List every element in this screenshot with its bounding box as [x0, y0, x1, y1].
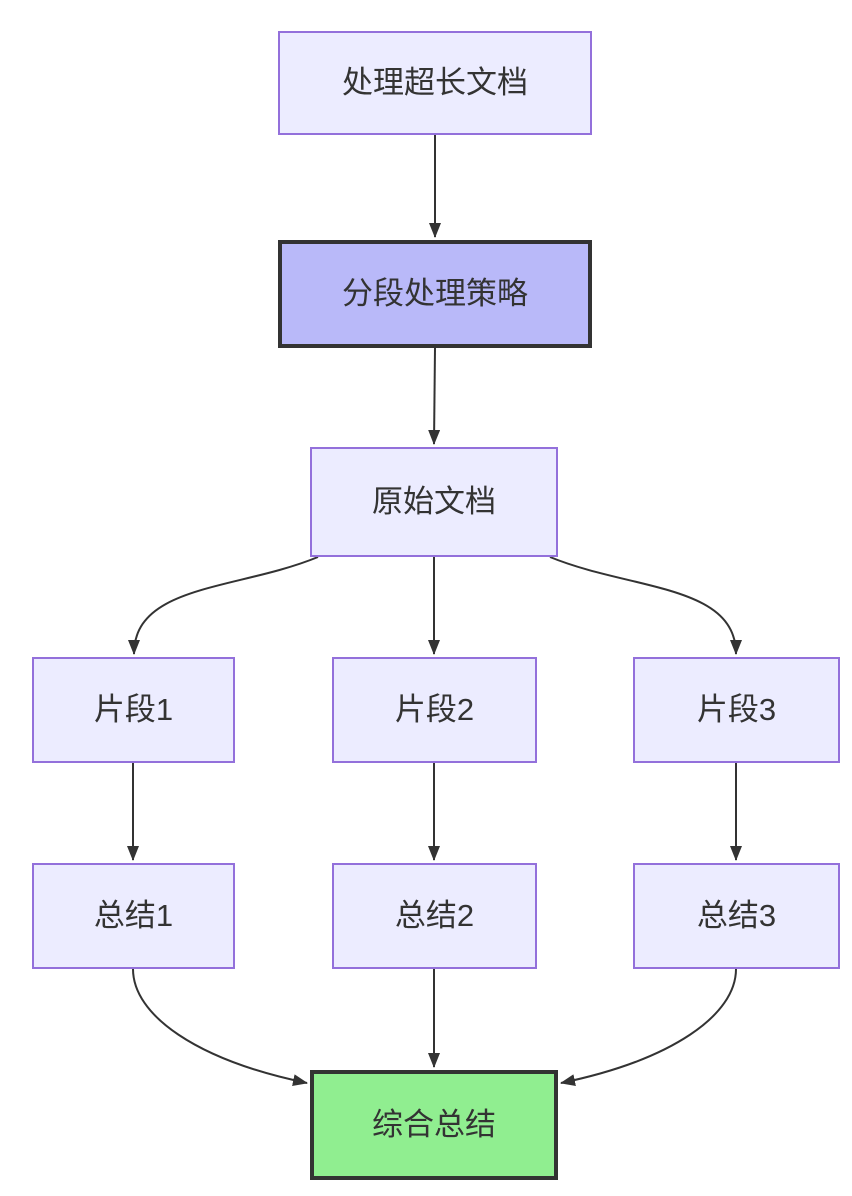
- node-label: 片段2: [394, 692, 475, 728]
- node-fragment-1: 片段1: [32, 657, 235, 763]
- node-fragment-3: 片段3: [633, 657, 840, 763]
- node-label: 总结2: [394, 898, 475, 934]
- edge-e1-f: [132, 968, 308, 1087]
- node-original-document: 原始文档: [310, 447, 558, 557]
- node-summary-2: 总结2: [332, 863, 537, 969]
- node-segmented-processing-strategy: 分段处理策略: [278, 240, 592, 348]
- edge-e3-f: [560, 968, 737, 1087]
- edge-c-d1: [128, 556, 319, 655]
- node-label: 原始文档: [372, 484, 496, 520]
- node-label: 片段3: [696, 692, 777, 728]
- node-summary-3: 总结3: [633, 863, 840, 969]
- edge-c-d3: [549, 556, 742, 655]
- node-final-summary: 综合总结: [310, 1070, 558, 1180]
- edge-b-c: [428, 347, 441, 445]
- node-summary-1: 总结1: [32, 863, 235, 969]
- node-fragment-2: 片段2: [332, 657, 537, 763]
- node-label: 总结1: [93, 898, 174, 934]
- node-label: 综合总结: [372, 1107, 496, 1143]
- node-handle-long-document: 处理超长文档: [278, 31, 592, 135]
- node-label: 分段处理策略: [342, 276, 528, 312]
- node-label: 处理超长文档: [342, 65, 528, 101]
- node-label: 总结3: [696, 898, 777, 934]
- node-label: 片段1: [93, 692, 174, 728]
